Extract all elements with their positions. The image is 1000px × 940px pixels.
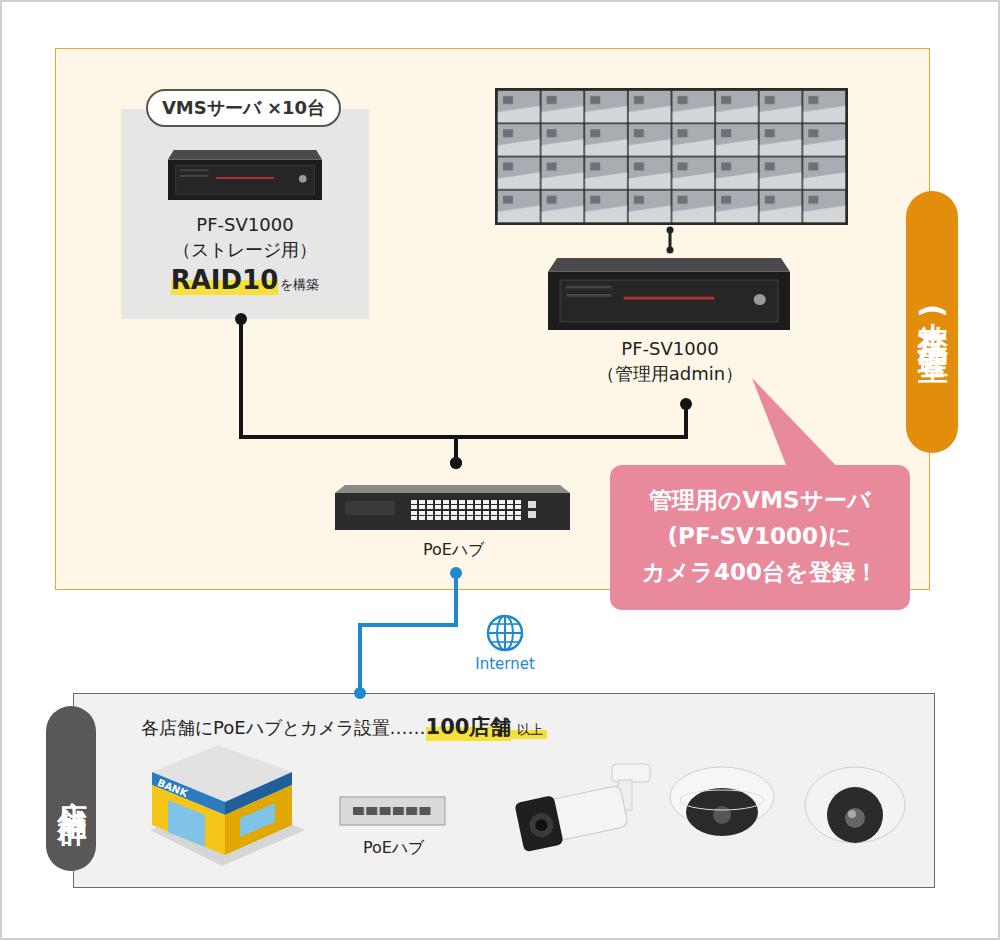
store-group: 店舗群各店舗にPoEハブとカメラ設置……100店舗以上PoEハブ [73,693,935,888]
text-slot: PoEハブ [341,835,446,860]
poe-hub: PoEハブ [336,463,571,573]
globe-latitude [491,623,519,625]
area-tab-label: 店舗群 [51,777,92,801]
text-slot: 各店舗にPoEハブとカメラ設置……100店舗以上 [141,713,547,741]
store-count: 100店舗 [426,713,512,741]
hub-name: PoEハブ [363,838,424,857]
text-slot: 本社(管理室) [906,191,958,453]
store-note: 各店舗にPoEハブとカメラ設置…… [141,716,426,740]
store-poe-hub: PoEハブ [341,791,446,856]
globe-equator [488,632,522,634]
text-slot: PoEハブ [336,537,571,562]
text-slot: VMSサーバ ×10台 [146,89,341,127]
text-slot: 店舗群 [46,706,96,871]
text-slot: 管理用のVMSサーバ (PF-SV1000)に カメラ400台を登録！ [634,482,886,590]
hub-name: PoEハブ [423,540,484,559]
callout-text: 管理用のVMSサーバ (PF-SV1000)に カメラ400台を登録！ [642,487,878,585]
server-group: VMSサーバ ×10台PF-SV1000 （ストレージ用）RAID10を構築 [121,109,369,319]
globe-latitude [491,641,519,643]
server-name: PF-SV1000 （ストレージ用） [173,214,317,260]
server-name: PF-SV1000 （管理用admin） [597,338,743,384]
globe-icon [488,616,522,650]
text-slot: RAID10を構築 [121,265,369,295]
globe-axis [504,616,506,650]
callout-box: 管理用のVMSサーバ (PF-SV1000)に カメラ400台を登録！ [610,465,910,610]
raid-suffix: を構築 [280,276,319,294]
text-slot: PF-SV1000 （ストレージ用） [160,212,330,262]
text-slot: PF-SV1000 （管理用admin） [585,336,755,386]
globe-meridian [497,616,513,650]
edge-label: Internet [468,655,542,673]
connector-line [360,573,456,693]
store-count-suffix: 以上 [511,721,547,739]
admin-server: PF-SV1000 （管理用admin） [549,256,791,404]
group-tag: VMSサーバ ×10台 [162,96,325,120]
area-tab-label: 本社(管理室) [912,298,953,346]
raid-highlight: RAID10 [171,265,279,295]
